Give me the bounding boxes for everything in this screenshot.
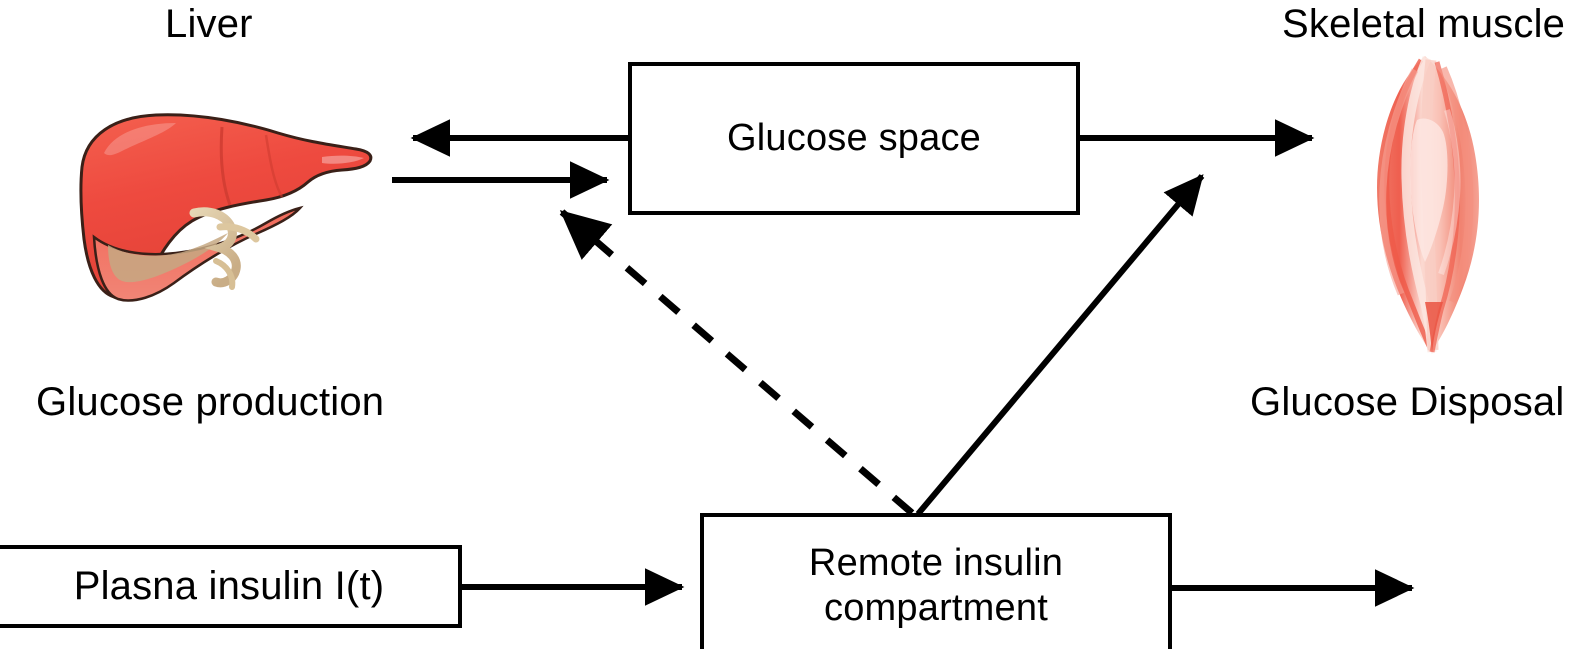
remote-insulin-compartment-box[interactable]: Remote insulin compartment [700,513,1172,649]
glucose-space-box[interactable]: Glucose space [628,62,1080,215]
plasma-insulin-box[interactable]: Plasna insulin I(t) [0,545,462,628]
skeletal-muscle-icon [1377,56,1479,354]
glucose-space-label: Glucose space [727,117,981,160]
arrow-remote-insulin-to-glucose-space-dashed [559,209,915,516]
glucose-production-label: Glucose production [36,380,385,424]
skeletal-muscle-label: Skeletal muscle [1282,2,1566,46]
plasma-insulin-label: Plasna insulin I(t) [73,563,385,608]
remote-insulin-label-line2: compartment [824,587,1048,629]
glucose-disposal-label: Glucose Disposal [1250,380,1565,424]
remote-insulin-label-line1: Remote insulin [808,542,1064,585]
liver-icon [79,113,373,302]
arrow-remote-insulin-to-disposal [915,174,1205,516]
liver-label: Liver [165,2,253,46]
